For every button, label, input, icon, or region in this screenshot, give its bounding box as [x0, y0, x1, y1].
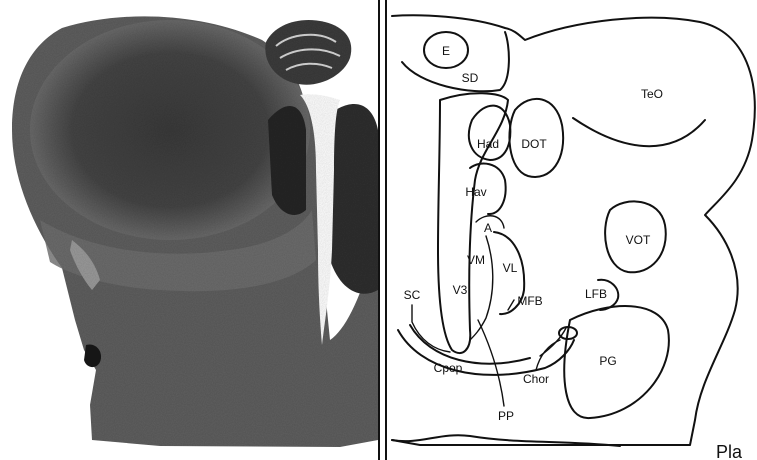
panel-divider	[379, 0, 386, 460]
habenula-dark-lobe	[268, 106, 306, 215]
label-E: E	[442, 44, 450, 58]
region-TeO-arc	[573, 118, 705, 146]
label-VOT: VOT	[626, 233, 651, 247]
label-DOT: DOT	[521, 137, 547, 151]
label-LFB: LFB	[585, 287, 607, 301]
corner-text: Pla	[716, 442, 743, 460]
cerebellar-fragment	[265, 20, 351, 85]
label-Had: Had	[477, 137, 499, 151]
label-V3: V3	[453, 283, 468, 297]
label-SD: SD	[462, 71, 479, 85]
region-VM-boundary	[470, 236, 493, 340]
label-Cpop: Cpop	[434, 361, 463, 375]
label-Hav: Hav	[465, 185, 486, 199]
label-SC: SC	[404, 288, 421, 302]
label-TeO: TeO	[641, 87, 663, 101]
section-outline	[392, 15, 755, 445]
label-PG: PG	[599, 354, 616, 368]
region-SD-outline	[402, 32, 509, 91]
label-VL: VL	[503, 261, 518, 275]
label-MFB: MFB	[517, 294, 542, 308]
label-A: A	[484, 221, 492, 235]
schematic-drawing: E SD TeO Had DOT Hav A VOT VM VL SC V3 M…	[392, 15, 755, 460]
ventricle-loop	[438, 93, 508, 353]
Chor-leader-line	[536, 340, 560, 370]
label-PP: PP	[498, 409, 514, 423]
label-VM: VM	[467, 253, 485, 267]
label-Chor: Chor	[523, 372, 549, 386]
histology-photo	[12, 16, 378, 447]
